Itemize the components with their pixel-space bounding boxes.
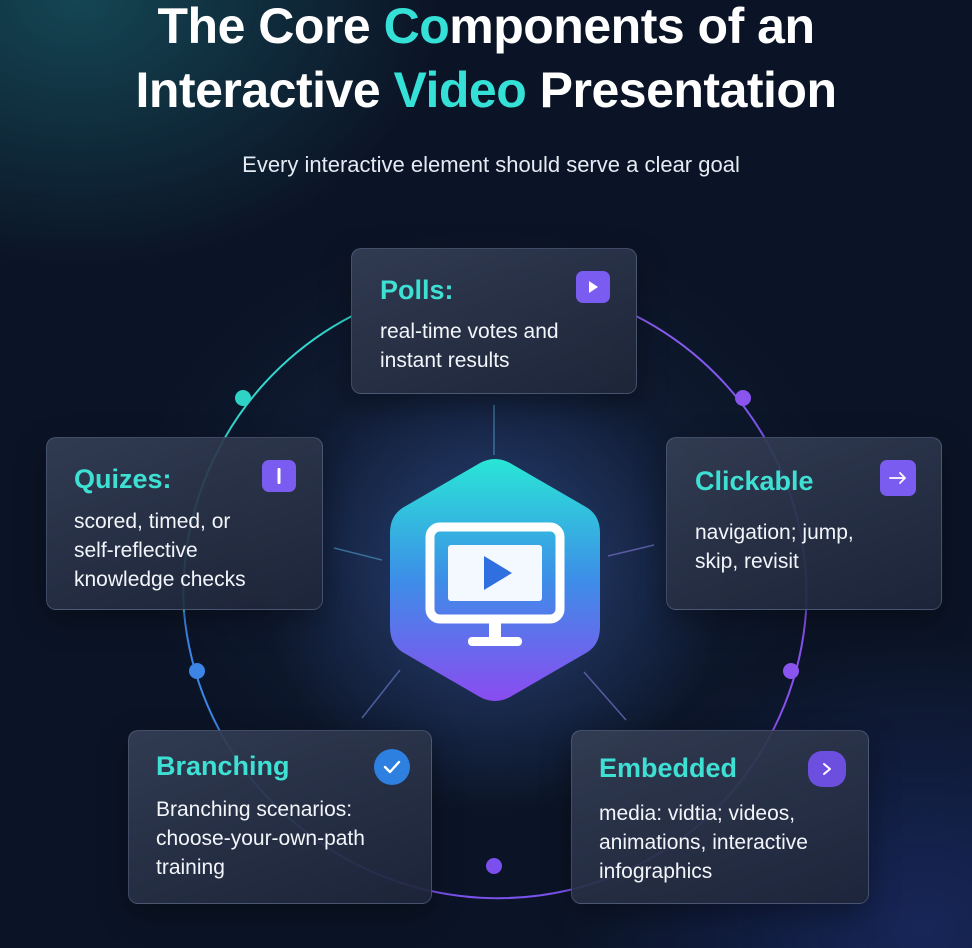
chevron-right-icon [808, 751, 846, 787]
text-cursor-icon [262, 460, 296, 492]
card-body: navigation; jump, skip, revisit [695, 521, 854, 573]
card-body: media: vidtia; videos, animations, inter… [599, 802, 808, 883]
card-body: Branching scenarios: choose-your-own-pat… [156, 798, 365, 879]
subtitle: Every interactive element should serve a… [242, 152, 740, 177]
monitor-play-icon [390, 459, 600, 701]
card-title: Branching [156, 751, 290, 781]
ring-dot [486, 858, 502, 874]
ring-dot [783, 663, 799, 679]
ring-dot [735, 390, 751, 406]
page-title: The Core Components of an Interactive Vi… [0, 0, 972, 122]
center-hub [388, 457, 602, 703]
ring-dot [189, 663, 205, 679]
title-line-1: The Core Components of an [157, 0, 815, 54]
ring-dot [235, 390, 251, 406]
connector-line [583, 671, 627, 721]
card-title: Clickable [695, 466, 814, 496]
arrow-right-icon [880, 460, 916, 496]
check-badge-icon [374, 749, 410, 785]
card-body: scored, timed, or self-reflective knowle… [74, 510, 246, 591]
card-polls[interactable]: Polls: real-time votes and instant resul… [351, 248, 637, 394]
card-body: real-time votes and instant results [380, 320, 559, 372]
card-quizes[interactable]: Quizes: scored, timed, or self-reflectiv… [46, 437, 323, 610]
card-clickable[interactable]: Clickable navigation; jump, skip, revisi… [666, 437, 942, 610]
card-embedded[interactable]: Embedded media: vidtia; videos, animatio… [571, 730, 869, 904]
play-icon [576, 271, 610, 303]
connector-line [361, 669, 401, 719]
card-title: Embedded [599, 753, 738, 783]
connector-line [333, 547, 383, 561]
title-line-2: Interactive Video Presentation [135, 62, 838, 118]
title-accent: Co [383, 0, 450, 54]
connector-line [607, 544, 655, 557]
title-accent: Video [393, 62, 527, 118]
card-title: Quizes: [74, 464, 172, 494]
card-title: Polls: [380, 275, 454, 305]
card-branching[interactable]: Branching Branching scenarios: choose-yo… [128, 730, 432, 904]
